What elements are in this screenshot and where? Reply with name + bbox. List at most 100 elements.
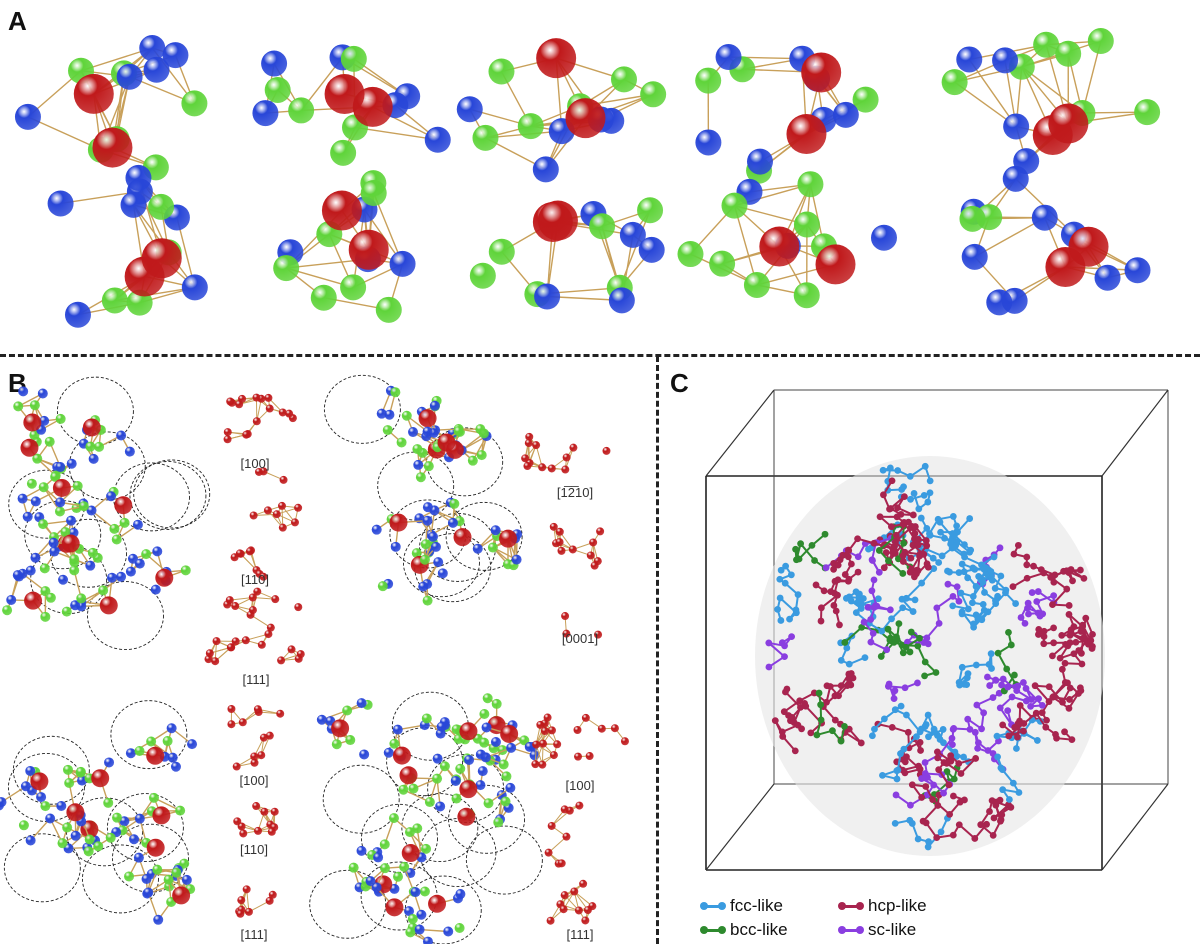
network-node <box>1067 626 1075 634</box>
network-node <box>914 541 922 549</box>
blue-atom <box>619 221 646 248</box>
vertical-divider <box>656 356 659 944</box>
green-atom <box>677 241 704 268</box>
red-atom <box>589 538 598 547</box>
network-chain <box>996 685 1046 729</box>
network-node <box>1061 728 1068 736</box>
network-node <box>906 472 914 480</box>
red-atom <box>532 740 541 749</box>
network-node <box>841 571 849 578</box>
green-atom <box>62 822 73 833</box>
panel-a-cluster-4-bottom <box>677 171 897 309</box>
panel-b-aggregate-tr-unit <box>414 497 472 558</box>
panel-b-aggregate-tr-unit <box>371 513 441 565</box>
network-node <box>1013 745 1020 752</box>
blue-atom <box>506 742 517 753</box>
network-node <box>880 715 888 723</box>
network-node <box>916 728 924 736</box>
blue-atom <box>961 243 988 270</box>
blue-atom <box>389 250 416 277</box>
red-atom <box>538 760 547 769</box>
network-node <box>822 564 830 572</box>
network-node <box>907 495 914 503</box>
network-node <box>882 549 890 556</box>
network-node <box>778 728 786 736</box>
blue-atom <box>125 164 152 191</box>
network-node <box>765 639 773 647</box>
blue-atom <box>371 524 382 535</box>
network-node <box>921 759 929 766</box>
network-node <box>1007 803 1015 811</box>
red-atom <box>531 760 540 769</box>
panel-c-legend: fcc-like hcp-like bcc-like sc-like <box>700 896 1002 942</box>
network-node <box>821 530 829 538</box>
network-node <box>1045 683 1053 691</box>
network-node <box>911 596 919 604</box>
panel-b-aggregate-tl-unit <box>125 546 191 595</box>
network-node <box>1009 583 1017 591</box>
blue-atom <box>1031 204 1058 231</box>
green-atom <box>419 554 430 565</box>
red-atom <box>278 408 287 417</box>
network-node <box>1050 592 1058 600</box>
red-atom <box>239 829 248 838</box>
red-atom <box>294 603 303 612</box>
green-atom <box>61 606 72 617</box>
red-atom <box>540 727 549 736</box>
network-chain <box>880 477 917 519</box>
network-node <box>875 547 883 554</box>
network-node <box>979 578 987 586</box>
blue-atom <box>422 502 433 513</box>
red-atom <box>245 547 254 556</box>
network-node <box>783 685 791 693</box>
red-atom <box>602 446 611 455</box>
network-node <box>999 675 1007 683</box>
blue-atom <box>1124 257 1151 284</box>
network-node <box>914 679 921 687</box>
network-node <box>1032 709 1040 717</box>
green-atom <box>483 798 494 809</box>
blue-atom <box>455 889 466 900</box>
network-node <box>1017 614 1025 621</box>
green-atom <box>393 871 404 882</box>
green-atom <box>405 927 416 938</box>
network-node <box>963 674 971 682</box>
red-atom <box>254 467 263 476</box>
blue-atom <box>511 554 522 565</box>
green-atom <box>40 611 51 622</box>
network-chain <box>893 753 924 779</box>
green-atom <box>491 698 502 709</box>
network-node <box>1013 687 1021 694</box>
network-node <box>992 801 1000 809</box>
network-node <box>1035 626 1043 633</box>
panel-a-cluster-3-top <box>456 38 667 183</box>
network-chain <box>937 515 975 558</box>
network-node <box>861 654 869 661</box>
network-chain <box>944 560 993 608</box>
legend-item-sc: sc-like <box>838 920 916 940</box>
red-atom <box>568 545 577 554</box>
panel-a-cluster-5-bottom <box>959 165 1151 316</box>
network-node <box>997 572 1005 580</box>
projection-tr-1210 <box>521 432 611 474</box>
network-node <box>937 528 945 536</box>
red-atom <box>223 428 232 437</box>
network-node <box>792 606 800 614</box>
network-node <box>970 620 977 628</box>
network-node <box>820 587 828 595</box>
network-node <box>971 728 979 736</box>
green-atom <box>453 426 464 437</box>
red-atom <box>92 127 133 168</box>
network-node <box>930 565 938 572</box>
green-atom <box>469 262 496 289</box>
blue-atom <box>49 546 60 557</box>
network-node <box>832 607 840 615</box>
network-node <box>985 661 993 668</box>
panel-b-aggregate-bl-unit <box>125 723 198 772</box>
legend-item-fcc: fcc-like <box>700 896 783 916</box>
network-node <box>1027 702 1035 710</box>
network-node <box>1033 598 1041 605</box>
network-node <box>817 716 825 724</box>
red-atom <box>252 802 261 811</box>
red-atom <box>562 453 571 462</box>
